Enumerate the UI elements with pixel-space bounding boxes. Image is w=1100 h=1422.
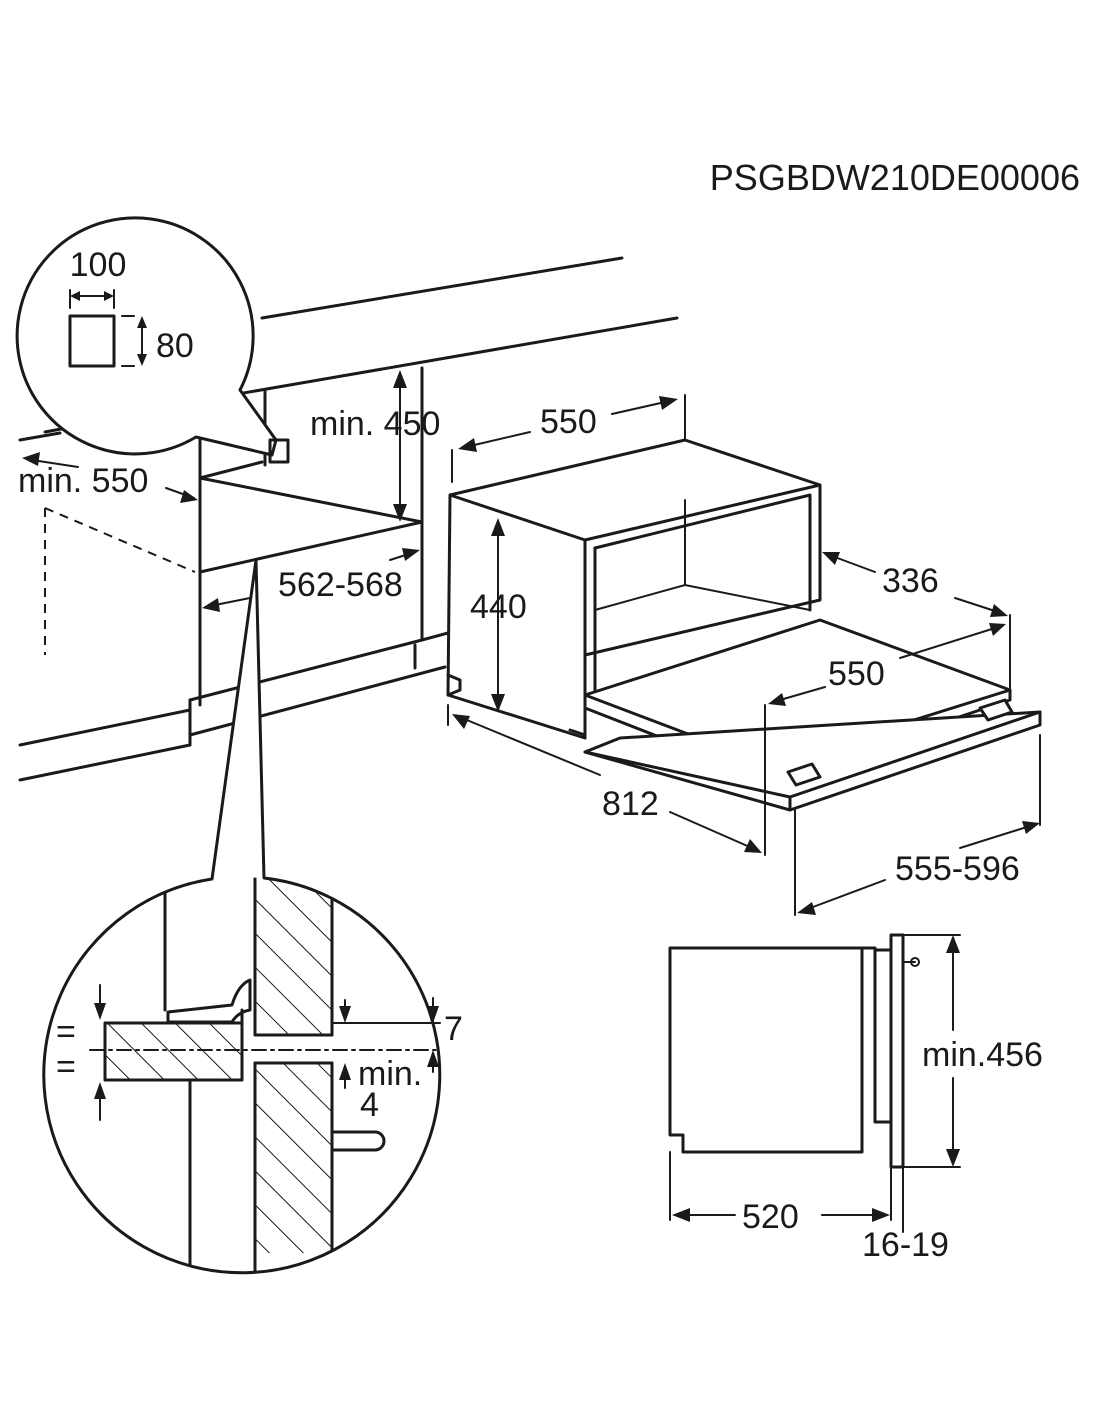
dim-812: 812 xyxy=(447,704,762,853)
dim-min-450: min. 450 xyxy=(310,370,440,522)
dim-555-596: 555-596 xyxy=(794,734,1041,916)
cavity-width-label: 562-568 xyxy=(278,566,403,604)
equal-sign-top: = xyxy=(56,1013,76,1051)
dim-440: 440 xyxy=(470,518,527,712)
equal-sign-bottom: = xyxy=(56,1048,76,1086)
min-front-height-label: min.456 xyxy=(922,1036,1043,1074)
mounting-detail: = = 7 min. 4 xyxy=(42,558,463,1275)
body-depth-label: 520 xyxy=(742,1198,799,1236)
vent-width-label: 100 xyxy=(70,246,127,284)
vent-detail: 100 80 xyxy=(15,216,278,457)
dim-562-568: 562-568 xyxy=(202,548,420,612)
gap-min-value-label: 4 xyxy=(360,1086,379,1124)
gap-top-label: 7 xyxy=(444,1010,463,1048)
gap-min-label: min. xyxy=(358,1055,422,1093)
dim-550-top: 550 xyxy=(451,394,686,483)
height-label: 440 xyxy=(470,588,527,626)
min-depth-label: min. 550 xyxy=(18,462,148,500)
open-depth-label: 812 xyxy=(602,785,659,823)
top-width-label: 550 xyxy=(540,403,597,441)
min-cavity-height-label: min. 450 xyxy=(310,405,440,443)
dim-min-550: min. 550 xyxy=(18,452,198,503)
document-code: PSGBDW210DE00006 xyxy=(710,157,1080,198)
dim-550-inner: 550 xyxy=(764,623,1006,856)
inner-width-label: 550 xyxy=(828,655,885,693)
vent-height-label: 80 xyxy=(156,327,194,365)
side-elevation: min.456 520 16-19 xyxy=(668,933,1043,1264)
vent-opening xyxy=(268,438,290,464)
dim-336: 336 xyxy=(822,552,1011,689)
door-depth-label: 336 xyxy=(882,562,939,600)
front-thickness-label: 16-19 xyxy=(862,1226,949,1264)
cabinet-outline xyxy=(18,256,679,782)
front-width-label: 555-596 xyxy=(895,850,1020,888)
appliance-isometric xyxy=(446,438,1042,812)
